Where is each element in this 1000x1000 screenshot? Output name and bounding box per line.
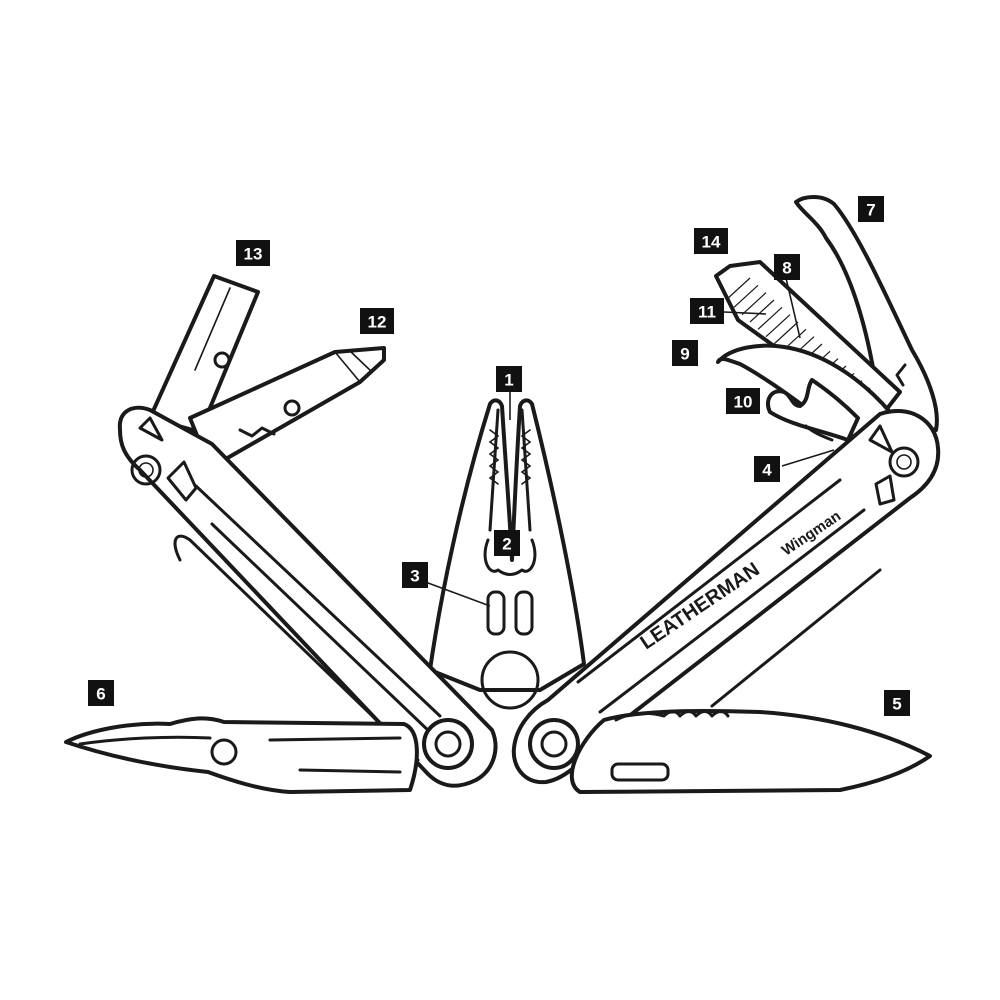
- file-tooth-line: [725, 277, 751, 301]
- file-tooth-line: [733, 284, 759, 308]
- file-tooth-line: [765, 314, 791, 338]
- svg-text:6: 6: [96, 685, 105, 704]
- svg-text:3: 3: [410, 567, 419, 586]
- callout-6: 6: [88, 680, 114, 706]
- svg-text:8: 8: [782, 259, 791, 278]
- file-tooth-line: [773, 321, 799, 345]
- file-tooth-line: [757, 306, 783, 330]
- svg-text:13: 13: [244, 245, 263, 264]
- callout-4: 4: [754, 456, 780, 482]
- svg-text:2: 2: [502, 535, 511, 554]
- callout-7: 7: [858, 196, 884, 222]
- file-tooth-line: [741, 292, 767, 316]
- callout-2: 2: [494, 530, 520, 556]
- callout-13: 13: [236, 240, 270, 266]
- svg-text:14: 14: [702, 233, 721, 252]
- right-pivot: [528, 718, 580, 770]
- callout-9: 9: [672, 340, 698, 366]
- svg-text:12: 12: [368, 313, 387, 332]
- scissors-6: [64, 716, 419, 794]
- callout-8: 8: [774, 254, 800, 280]
- svg-text:1: 1: [504, 371, 513, 390]
- svg-text:4: 4: [762, 461, 772, 480]
- svg-text:5: 5: [892, 695, 901, 714]
- callout-5: 5: [884, 690, 910, 716]
- svg-text:9: 9: [680, 345, 689, 364]
- callout-11: 11: [690, 298, 724, 324]
- svg-text:11: 11: [698, 303, 716, 322]
- callout-12: 12: [360, 308, 394, 334]
- left-handle: [117, 405, 498, 788]
- left-pivot: [422, 718, 474, 770]
- knife-blade-5: [569, 708, 932, 794]
- file-tooth-line: [749, 299, 775, 323]
- package-opener-10: [765, 378, 860, 442]
- callout-3: 3: [402, 562, 428, 588]
- svg-text:10: 10: [734, 393, 753, 412]
- callout-10: 10: [726, 388, 760, 414]
- callout-14: 14: [694, 228, 728, 254]
- callout-leaders: [419, 277, 835, 607]
- callout-1: 1: [496, 366, 522, 392]
- svg-text:7: 7: [866, 201, 875, 220]
